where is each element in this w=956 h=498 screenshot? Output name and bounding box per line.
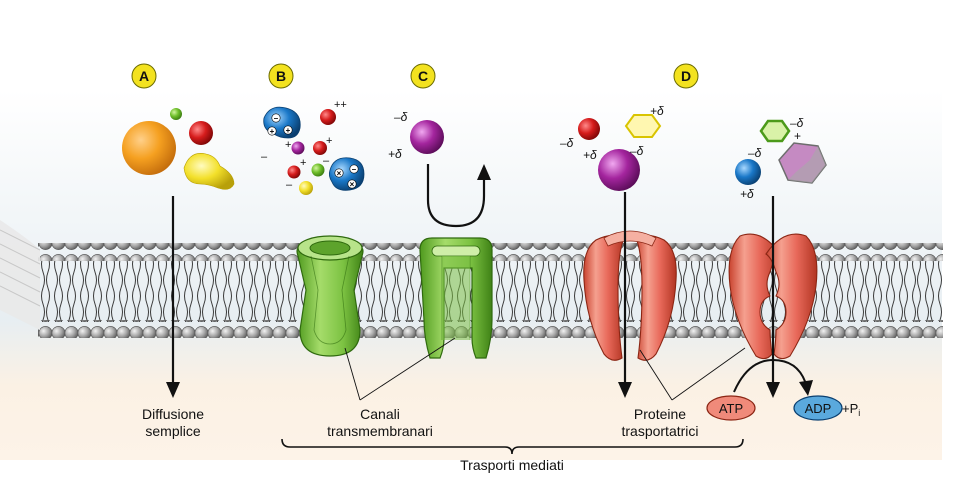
panel-c: –δ +δ: [388, 110, 491, 228]
charge-neg-delta-d4: –δ: [747, 146, 762, 160]
charge-plus-d: +: [794, 129, 801, 143]
yellow-hexagon: [624, 114, 662, 138]
phosphate-subscript: i: [858, 408, 860, 418]
svg-text:×: ×: [350, 180, 355, 189]
charge-minus-b2: –: [286, 179, 293, 191]
atp-label: ATP: [719, 401, 743, 416]
panel-badge-d: D: [673, 63, 699, 89]
membrane-left-edge: [0, 220, 40, 330]
svg-text:–: –: [352, 165, 357, 174]
atp-hydrolysis: ATP ADP +Pi: [706, 358, 860, 421]
mediated-transport-label: Trasporti mediati: [460, 457, 564, 473]
charge-plus-plus: ++: [334, 99, 347, 111]
atp-badge: [706, 395, 756, 421]
yellow-ion: [299, 181, 313, 195]
adp-label: ADP: [805, 401, 832, 416]
orange-molecule: [122, 121, 176, 175]
channels-label-line2: transmembranari: [327, 423, 433, 439]
charge-minus-b3: –: [323, 155, 330, 167]
svg-text:×: ×: [337, 169, 342, 178]
charge-plus-b1: +: [285, 139, 291, 151]
charge-neg-delta-d2: –δ: [629, 144, 644, 158]
channels-label-line1: Canali: [360, 406, 400, 422]
svg-text:+: +: [286, 126, 291, 135]
charge-neg-delta-d3: –δ: [789, 116, 804, 130]
panel-label-a: A: [139, 68, 149, 84]
panel-badge-b: B: [268, 63, 294, 89]
diffusion-label-line2: semplice: [145, 423, 200, 439]
green-hexagon: [759, 119, 791, 143]
blue-polar-molecule-right: [328, 157, 365, 191]
purple-molecule-c: [410, 120, 444, 154]
red-molecule-d: [578, 118, 600, 140]
red-ion-mid: [313, 141, 327, 155]
mediated-transport-brace: [281, 438, 744, 455]
panel-label-b: B: [276, 68, 286, 84]
svg-text:+: +: [270, 127, 275, 136]
adp-badge: [793, 395, 843, 421]
charge-pos-delta-d1: +δ: [583, 148, 597, 162]
carriers-label-line2: trasportatrici: [621, 423, 698, 439]
carrier-protein-2: [728, 233, 818, 360]
green-ion: [311, 163, 325, 177]
panel-label-c: C: [418, 68, 428, 84]
panel-a-molecules: [122, 108, 235, 398]
charge-plus-b2: +: [326, 135, 332, 147]
charge-neg-delta-c: –δ: [393, 110, 408, 124]
blue-molecule-d: [735, 159, 761, 185]
panel-d-molecules: –δ +δ +δ –δ –δ + –δ +δ: [559, 104, 827, 398]
charge-pos-delta-d3: +δ: [740, 187, 754, 201]
panel-b-ions: – + + ++ + – + + – – × – ×: [261, 99, 365, 195]
red-molecule: [189, 121, 213, 145]
panel-badge-c: C: [410, 63, 436, 89]
rejection-arrow: [426, 164, 486, 228]
small-green-molecule: [170, 108, 182, 120]
panel-badge-a: A: [131, 63, 157, 89]
charge-pos-delta-c: +δ: [388, 147, 402, 161]
atp-curve-arrow: [733, 358, 807, 393]
purple-ion: [291, 141, 305, 155]
phosphate-label: +Pi: [842, 401, 860, 418]
yellow-irregular-molecule: [183, 153, 235, 190]
phosphate-p: +P: [842, 401, 858, 416]
red-ion-low: [287, 165, 301, 179]
leader-lines: [344, 337, 746, 401]
panel-label-d: D: [681, 68, 691, 84]
labels: Diffusione semplice Canali transmembrana…: [142, 406, 699, 439]
charge-plus-b3: +: [300, 157, 306, 169]
charge-pos-delta-d2: +δ: [650, 104, 664, 118]
carriers-label-line1: Proteine: [634, 406, 686, 422]
carrier-protein-1: [583, 230, 677, 361]
red-ion-top: [320, 109, 336, 125]
channel-protein-1: [296, 235, 364, 357]
channel-protein-2: [419, 237, 493, 359]
diffusion-label-line1: Diffusione: [142, 406, 204, 422]
svg-text:–: –: [274, 114, 279, 123]
charge-minus-b1: –: [261, 151, 268, 163]
purple-molecule-d: [598, 149, 640, 191]
charge-neg-delta-d1: –δ: [559, 136, 574, 150]
